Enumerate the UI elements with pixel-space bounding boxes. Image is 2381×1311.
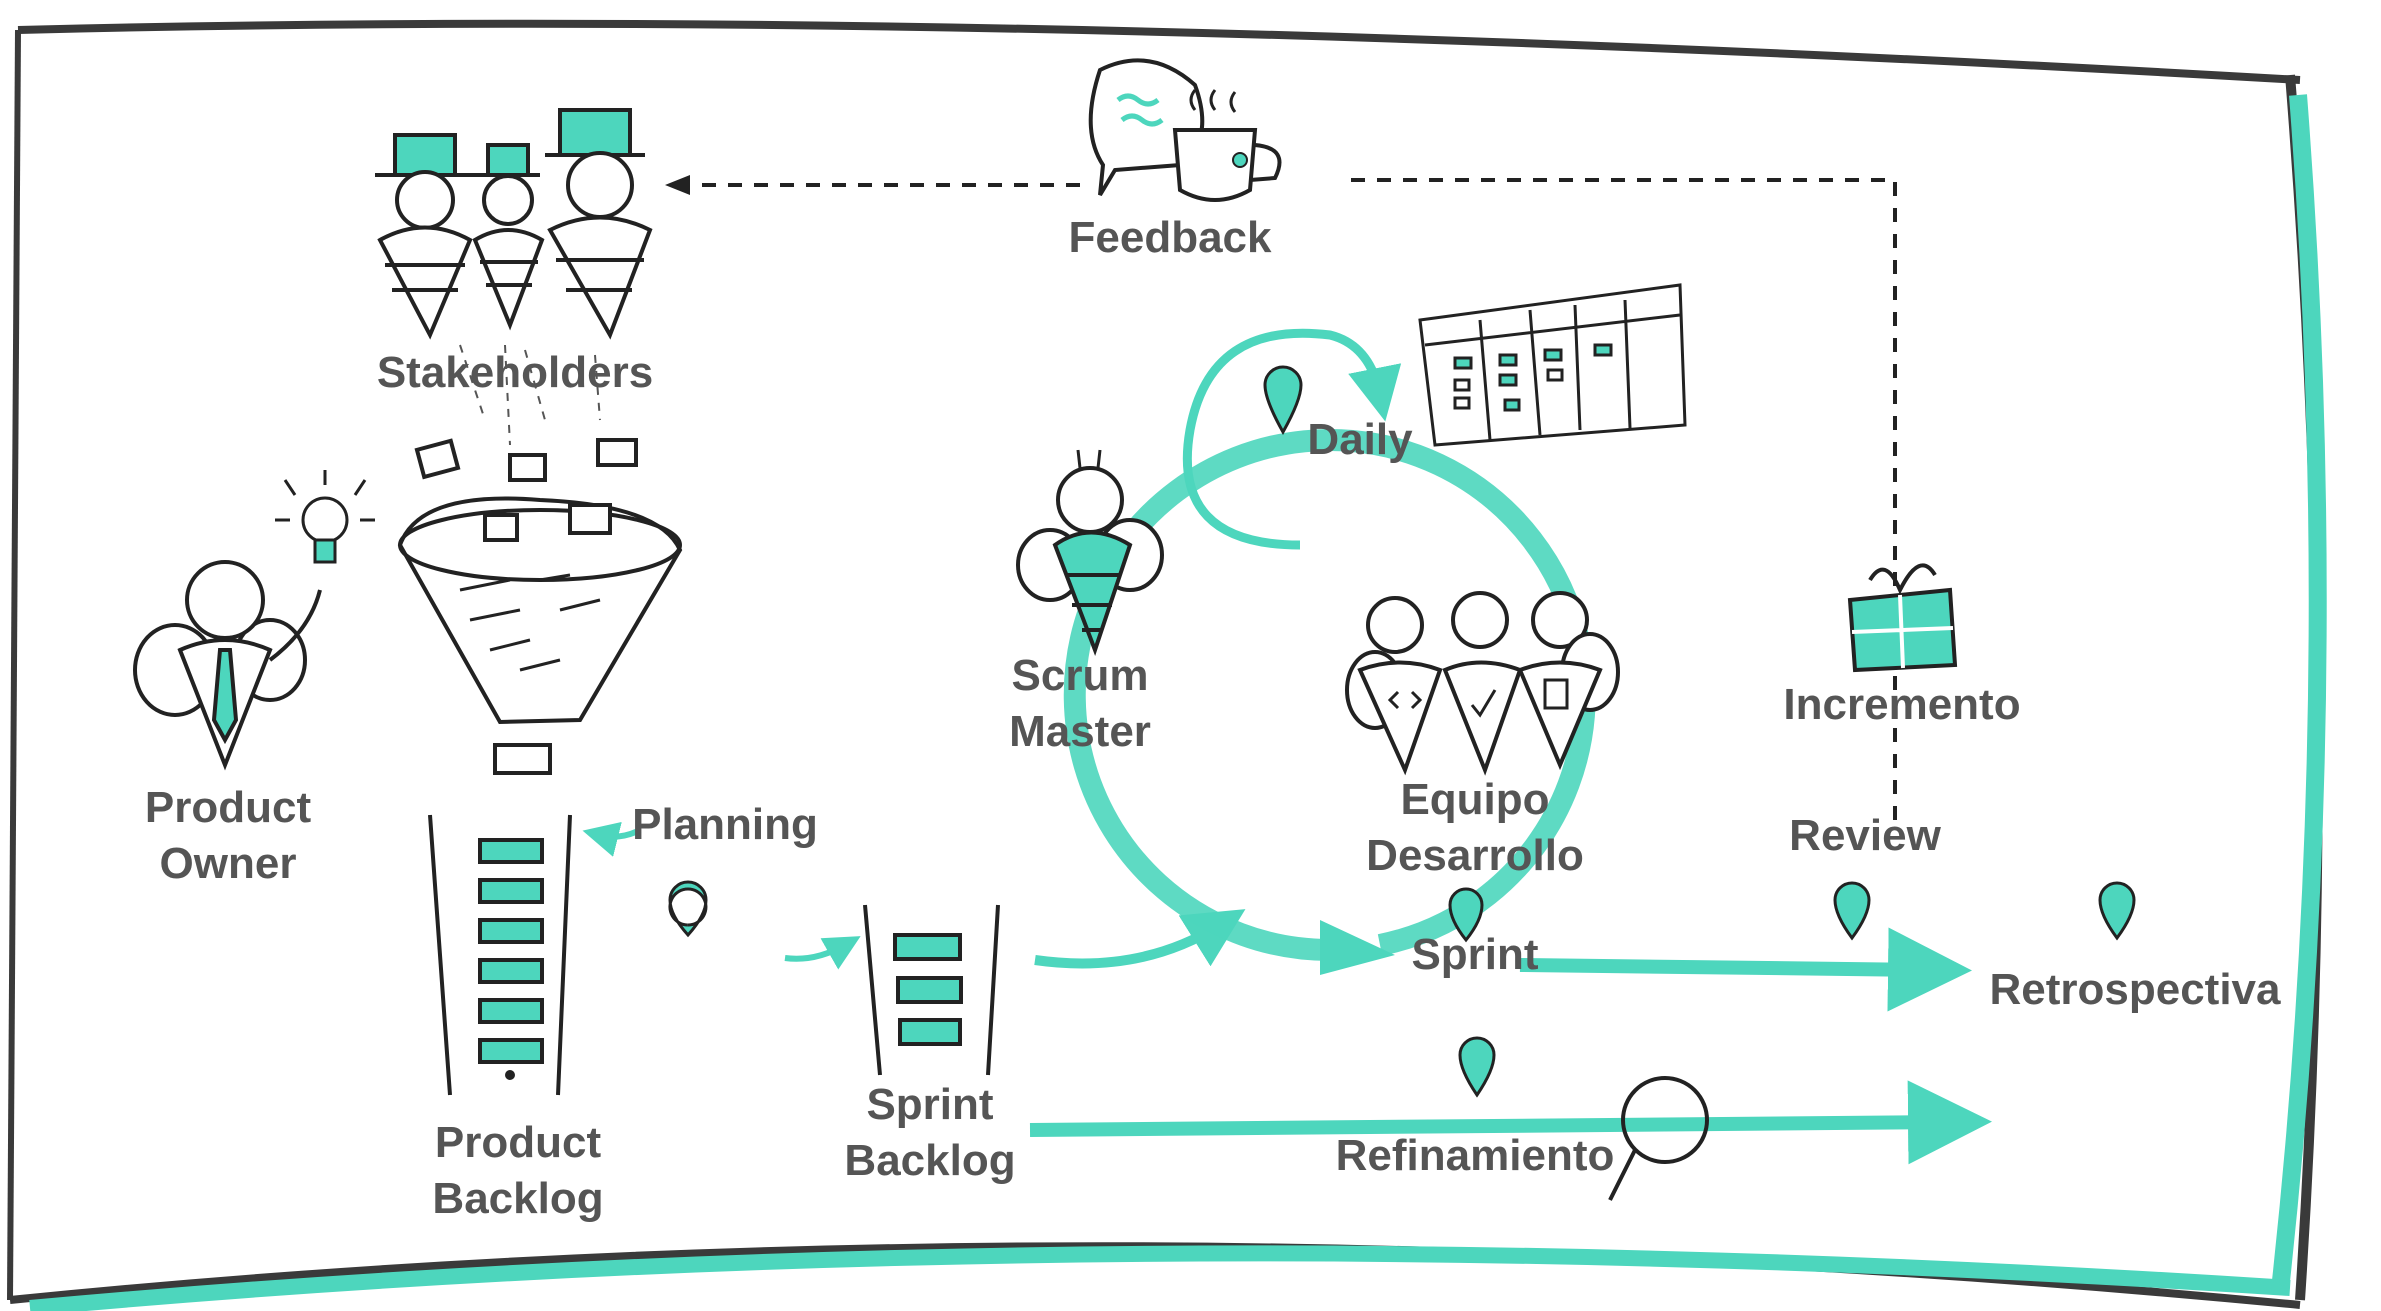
stakeholders-dashes <box>459 344 601 446</box>
label-stakeholders: Stakeholders <box>376 348 654 397</box>
label-sprint-backlog-line1: Sprint <box>866 1080 994 1129</box>
map-pin-icon <box>668 365 2136 1098</box>
to-sprint-backlog-arrow <box>784 936 861 970</box>
label-sprint: Sprint <box>1411 930 1539 979</box>
planning-loop-arrow <box>582 821 642 857</box>
kanban-board-icon <box>1418 283 1687 447</box>
sprint-to-retro-arrow <box>1519 927 1972 1012</box>
speech-bubble-icon <box>1088 58 1205 197</box>
label-product-backlog-line2: Backlog <box>432 1174 604 1223</box>
coffee-cup-icon <box>1172 89 1282 202</box>
label-review: Review <box>1789 811 1941 860</box>
label-scrum-master-line2: Master <box>1009 707 1151 756</box>
label-sprint-backlog-line2: Backlog <box>844 1136 1016 1185</box>
sprint-backlog-icon <box>863 904 1000 1076</box>
label-sprint-backlog: Sprint Backlog <box>844 1077 1015 1189</box>
label-refinamiento: Refinamiento <box>1335 1131 1615 1180</box>
label-scrum-master: Scrum Master <box>1009 648 1151 760</box>
to-sprint-arrow <box>1034 909 1246 969</box>
label-equipo-desarrollo: Equipo Desarrollo <box>1366 772 1584 884</box>
scrum-master-icon <box>1016 449 1164 656</box>
label-equipo-line2: Desarrollo <box>1366 831 1584 880</box>
label-product-owner-line2: Owner <box>159 839 297 888</box>
feedback-arrow <box>690 178 1897 820</box>
dev-team-icon <box>1345 591 1620 776</box>
feedback-arrowhead <box>665 175 690 195</box>
sprint-cycle-arrowhead <box>1320 920 1395 975</box>
daily-loop <box>1182 328 1402 550</box>
label-retrospectiva: Retrospectiva <box>1989 965 2281 1014</box>
refinamiento-arrow <box>1029 1080 1992 1165</box>
label-feedback: Feedback <box>1068 213 1272 262</box>
label-equipo-line1: Equipo <box>1400 775 1550 824</box>
stakeholders-group <box>375 108 653 340</box>
frame-border <box>7 19 2327 1311</box>
gift-icon <box>1847 563 1958 673</box>
label-product-owner: Product Owner <box>145 780 311 892</box>
label-product-backlog-line1: Product <box>434 1118 602 1167</box>
magnifier-icon <box>1608 1076 1709 1201</box>
label-product-owner-line1: Product <box>144 783 312 832</box>
label-planning: Planning <box>632 800 818 849</box>
sprint-cycle-circle <box>1063 429 1596 961</box>
funnel-icon <box>397 438 683 775</box>
label-daily: Daily <box>1307 415 1413 464</box>
product-owner-icon <box>133 560 322 771</box>
lightbulb-icon <box>275 470 375 564</box>
label-incremento: Incremento <box>1783 680 2021 729</box>
product-backlog-icon <box>428 814 572 1096</box>
label-product-backlog: Product Backlog <box>432 1115 603 1227</box>
label-scrum-master-line1: Scrum <box>1011 651 1149 700</box>
